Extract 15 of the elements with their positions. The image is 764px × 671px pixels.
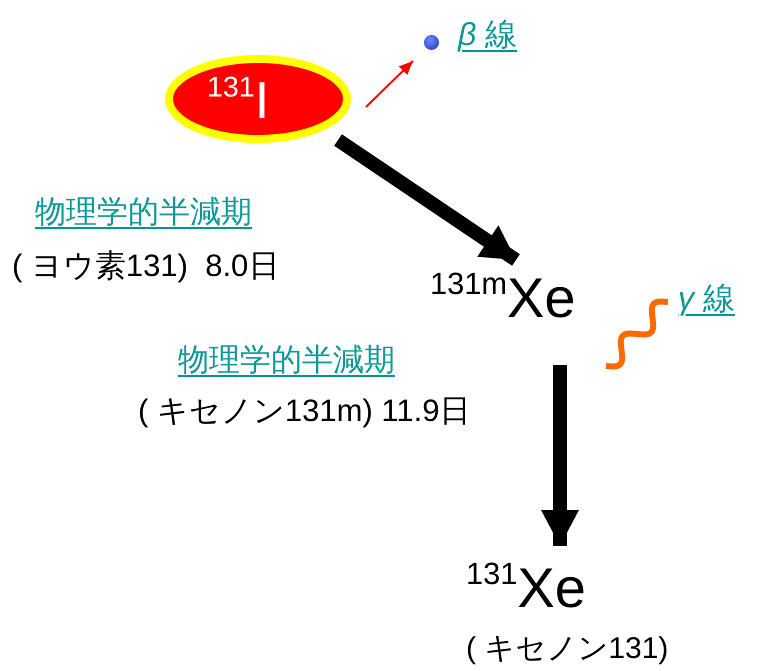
isotope-label: $^{131}$Xe xyxy=(466,560,586,616)
nucleus-label: $^{131}$I xyxy=(207,75,270,127)
half-life-heading: 物理学的半減期 xyxy=(178,344,395,375)
arrow xyxy=(365,60,414,108)
half-life-value: ( ヨウ素131) 8.0日 xyxy=(12,250,280,281)
decay-arrow xyxy=(541,365,579,546)
decay-arrow xyxy=(334,134,520,266)
wavy-line xyxy=(606,298,668,370)
half-life-value: ( キセノン131m) 11.9日 xyxy=(138,395,470,426)
beta-ray-label: β 線 xyxy=(458,18,518,50)
isotope-name: ( キセノン131) xyxy=(466,634,668,664)
particle-dot xyxy=(424,35,439,50)
isotope-label: $^{131m}$Xe xyxy=(430,270,576,326)
gamma-ray-label: γ 線 xyxy=(678,282,735,314)
half-life-heading: 物理学的半減期 xyxy=(35,196,252,227)
